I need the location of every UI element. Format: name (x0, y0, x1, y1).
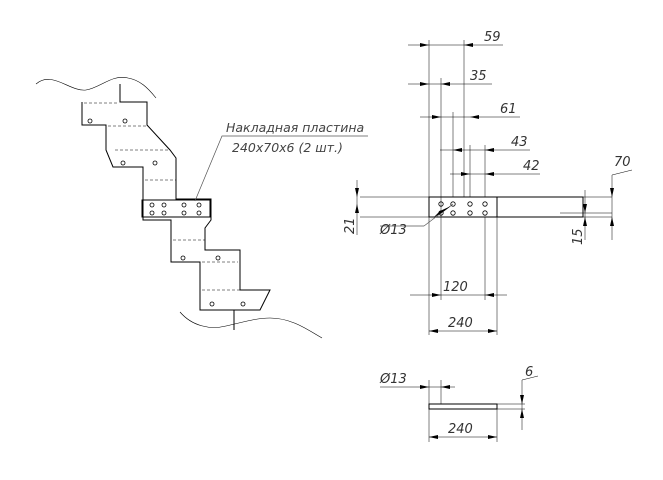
annotation-line-1: Накладная пластина (226, 120, 364, 135)
stringer-hole (215, 255, 221, 261)
dim-length-side-label: 240 (448, 422, 473, 437)
dim-120: 120 (410, 280, 507, 297)
stringer-hole (87, 118, 93, 124)
dim-thickness: 6 (520, 365, 539, 430)
plate-side-outline (428, 403, 498, 410)
break-line-top (35, 76, 157, 99)
dim-59: 59 (408, 30, 503, 47)
splice-plate-holes (149, 202, 202, 216)
dim-70-label: 70 (614, 155, 631, 170)
dim-42-label: 42 (523, 159, 540, 174)
stringer-hole (240, 301, 246, 307)
plate-side-view: Ø13 6 240 (379, 365, 539, 442)
dim-240: 240 (429, 316, 497, 333)
dim-70: 70 (610, 155, 633, 240)
plate-extension (496, 196, 584, 218)
stringer-hole (120, 160, 126, 166)
dim-43-label: 43 (511, 135, 528, 150)
dim-35-label: 35 (470, 69, 487, 84)
dim-240-label: 240 (448, 316, 473, 331)
plate-hole (161, 202, 167, 208)
dim-15-label: 15 (571, 228, 586, 245)
dim-hole-front-label: Ø13 (379, 223, 407, 238)
dim-42: 42 (450, 159, 540, 176)
dim-21: 21 (343, 180, 359, 235)
plate-front-view: 59 35 61 43 42 (343, 30, 633, 335)
plate-hole (149, 202, 155, 208)
stringer-hole (180, 255, 186, 261)
stringer-hole (209, 301, 215, 307)
plate-hole (196, 210, 202, 216)
dim-length-side: 240 (429, 422, 497, 439)
plate-hole (181, 210, 187, 216)
plate-hole (450, 210, 456, 216)
plate-hole (196, 202, 202, 208)
dim-hole-side-label: Ø13 (379, 372, 407, 387)
plate-hole (161, 210, 167, 216)
stringer-hole (122, 118, 128, 124)
dim-15: 15 (571, 190, 587, 245)
dim-61-label: 61 (500, 102, 517, 117)
dim-61: 61 (420, 102, 520, 119)
plate-hole (467, 201, 473, 207)
plate-hole (482, 201, 488, 207)
annotation-line-2: 240х70х6 (2 шт.) (232, 140, 343, 155)
plate-hole (467, 210, 473, 216)
splice-plate (141, 199, 211, 218)
stringer-outline (81, 84, 271, 330)
stringer-hole (152, 160, 158, 166)
dim-thickness-label: 6 (525, 365, 533, 380)
dim-43: 43 (440, 135, 530, 152)
annotation-leader (194, 135, 368, 202)
plate-hole (482, 210, 488, 216)
dim-35: 35 (408, 69, 492, 86)
dim-59-label: 59 (484, 30, 501, 45)
stair-stringer: Накладная пластина 240х70х6 (2 шт.) (35, 76, 368, 339)
dim-120-label: 120 (443, 280, 468, 295)
dim-hole-front: Ø13 (379, 203, 454, 238)
break-line-bottom (179, 311, 323, 339)
plate-hole (181, 202, 187, 208)
plate-hole (149, 210, 155, 216)
dim-hole-side: Ø13 (379, 372, 455, 389)
dim-21-label: 21 (343, 217, 358, 234)
